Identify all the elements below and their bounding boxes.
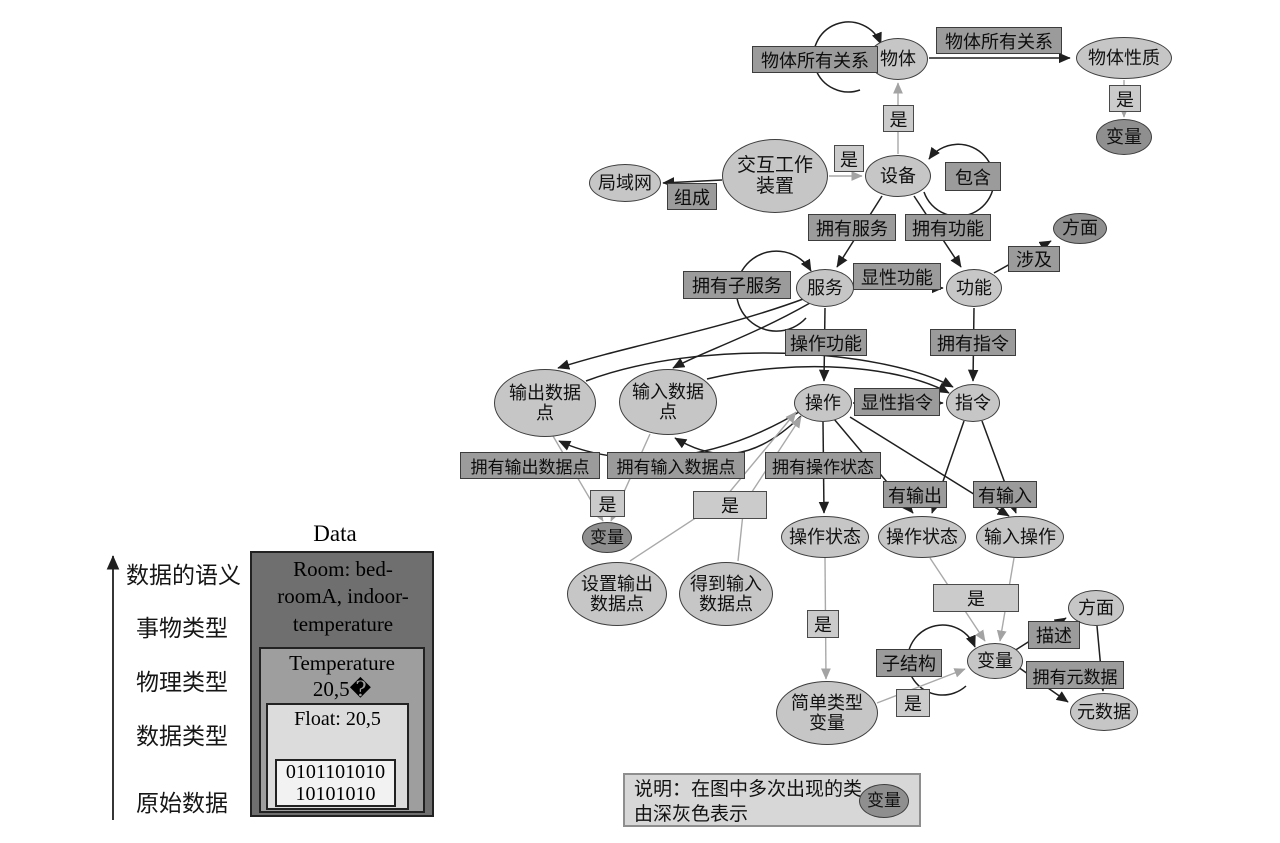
legend-text: 说明：在图中多次出现的类 由深灰色表示 <box>634 779 863 825</box>
node-operation-state-2: 操作状态 <box>878 516 966 558</box>
rel-operation-function: 操作功能 <box>785 329 867 356</box>
rel-explicit-function: 显性功能 <box>853 263 941 290</box>
node-input-datapoint: 输入数据 点 <box>619 369 717 435</box>
rel-involves: 涉及 <box>1008 246 1060 272</box>
axis-label-data-type: 数据类型 <box>136 723 228 749</box>
rel-has-command: 拥有指令 <box>930 329 1016 356</box>
rel-describes: 描述 <box>1028 621 1080 649</box>
node-lan: 局域网 <box>589 164 661 202</box>
node-simple-type-variable: 简单类型 变量 <box>776 681 878 745</box>
node-interworking-device: 交互工作 装置 <box>722 139 828 213</box>
node-operation-state-1: 操作状态 <box>781 516 869 558</box>
datatype-layer-text: Float: 20,5 <box>294 708 381 730</box>
axis-label-physical-type: 物理类型 <box>136 669 228 695</box>
raw-layer-box <box>275 759 396 807</box>
node-aspect-2: 方面 <box>1068 590 1124 626</box>
node-object-property: 物体性质 <box>1076 37 1172 79</box>
isa-box-3: 是 <box>834 145 864 172</box>
edge-outputdp-to-command <box>585 352 954 388</box>
edge-service-to-outputdp <box>557 297 807 370</box>
isa-setoutput-operation <box>629 411 797 562</box>
rel-object-all-relations-left: 物体所有关系 <box>752 46 878 73</box>
edge-object-selfloop <box>812 21 882 93</box>
edge-inputdp-to-command <box>706 365 950 394</box>
raw-layer-text: 0101101010 10101010 <box>285 761 386 805</box>
rel-has-operation-state: 拥有操作状态 <box>765 452 881 479</box>
edge-device-to-lan <box>662 177 723 188</box>
rel-substructure: 子结构 <box>876 649 942 677</box>
isa-simplevar-variable <box>876 668 966 704</box>
node-set-output-datapoint: 设置输出 数据点 <box>567 562 667 626</box>
rel-has-function: 拥有功能 <box>905 214 991 241</box>
rel-has-sub-service: 拥有子服务 <box>683 271 791 299</box>
node-get-input-datapoint: 得到输入 数据点 <box>679 562 773 626</box>
axis-label-thing-type: 事物类型 <box>136 615 228 641</box>
node-variable-3: 变量 <box>967 643 1023 679</box>
node-variable-1: 变量 <box>1096 119 1152 155</box>
physical-layer-text: Temperature 20,5� <box>289 651 395 702</box>
node-input-operation: 输入操作 <box>976 516 1064 558</box>
rel-has-input-datapoint: 拥有输入数据点 <box>607 452 745 479</box>
axis-label-semantics: 数据的语义 <box>126 562 241 588</box>
rel-has-metadata: 拥有元数据 <box>1026 661 1124 689</box>
isa-box-5: 是 <box>693 491 767 519</box>
node-operation: 操作 <box>794 384 852 422</box>
node-function: 功能 <box>946 269 1002 307</box>
node-command: 指令 <box>946 384 1000 422</box>
isa-box-7: 是 <box>933 584 1019 612</box>
edge-service-to-inputdp <box>672 302 811 369</box>
node-aspect-1: 方面 <box>1053 213 1107 244</box>
axis-label-raw-data: 原始数据 <box>136 790 228 816</box>
isa-box-2: 是 <box>883 105 914 132</box>
rel-contains: 包含 <box>945 162 1001 191</box>
isa-box-1: 是 <box>1109 85 1141 112</box>
rel-explicit-command: 显性指令 <box>854 388 940 416</box>
node-service: 服务 <box>796 269 854 307</box>
data-panel-title: Data <box>313 521 357 546</box>
rel-has-service: 拥有服务 <box>808 214 896 241</box>
node-output-datapoint: 输出数据 点 <box>494 369 596 437</box>
semantic-layer-text: Room: bed- roomA, indoor- temperature <box>277 557 409 636</box>
rel-has-output-datapoint: 拥有输出数据点 <box>460 452 600 479</box>
legend-variable-node: 变量 <box>859 784 909 818</box>
rel-has-input: 有输入 <box>973 481 1037 508</box>
rel-compose: 组成 <box>667 183 717 210</box>
rel-object-all-relations-top: 物体所有关系 <box>936 27 1062 54</box>
node-variable-2: 变量 <box>582 522 632 553</box>
isa-box-8: 是 <box>896 689 930 717</box>
rel-has-output: 有输出 <box>883 481 947 508</box>
isa-box-6: 是 <box>807 610 839 638</box>
node-object: 物体 <box>868 38 928 80</box>
isa-box-4: 是 <box>590 490 625 517</box>
node-metadata: 元数据 <box>1070 693 1138 731</box>
node-device: 设备 <box>865 155 931 197</box>
